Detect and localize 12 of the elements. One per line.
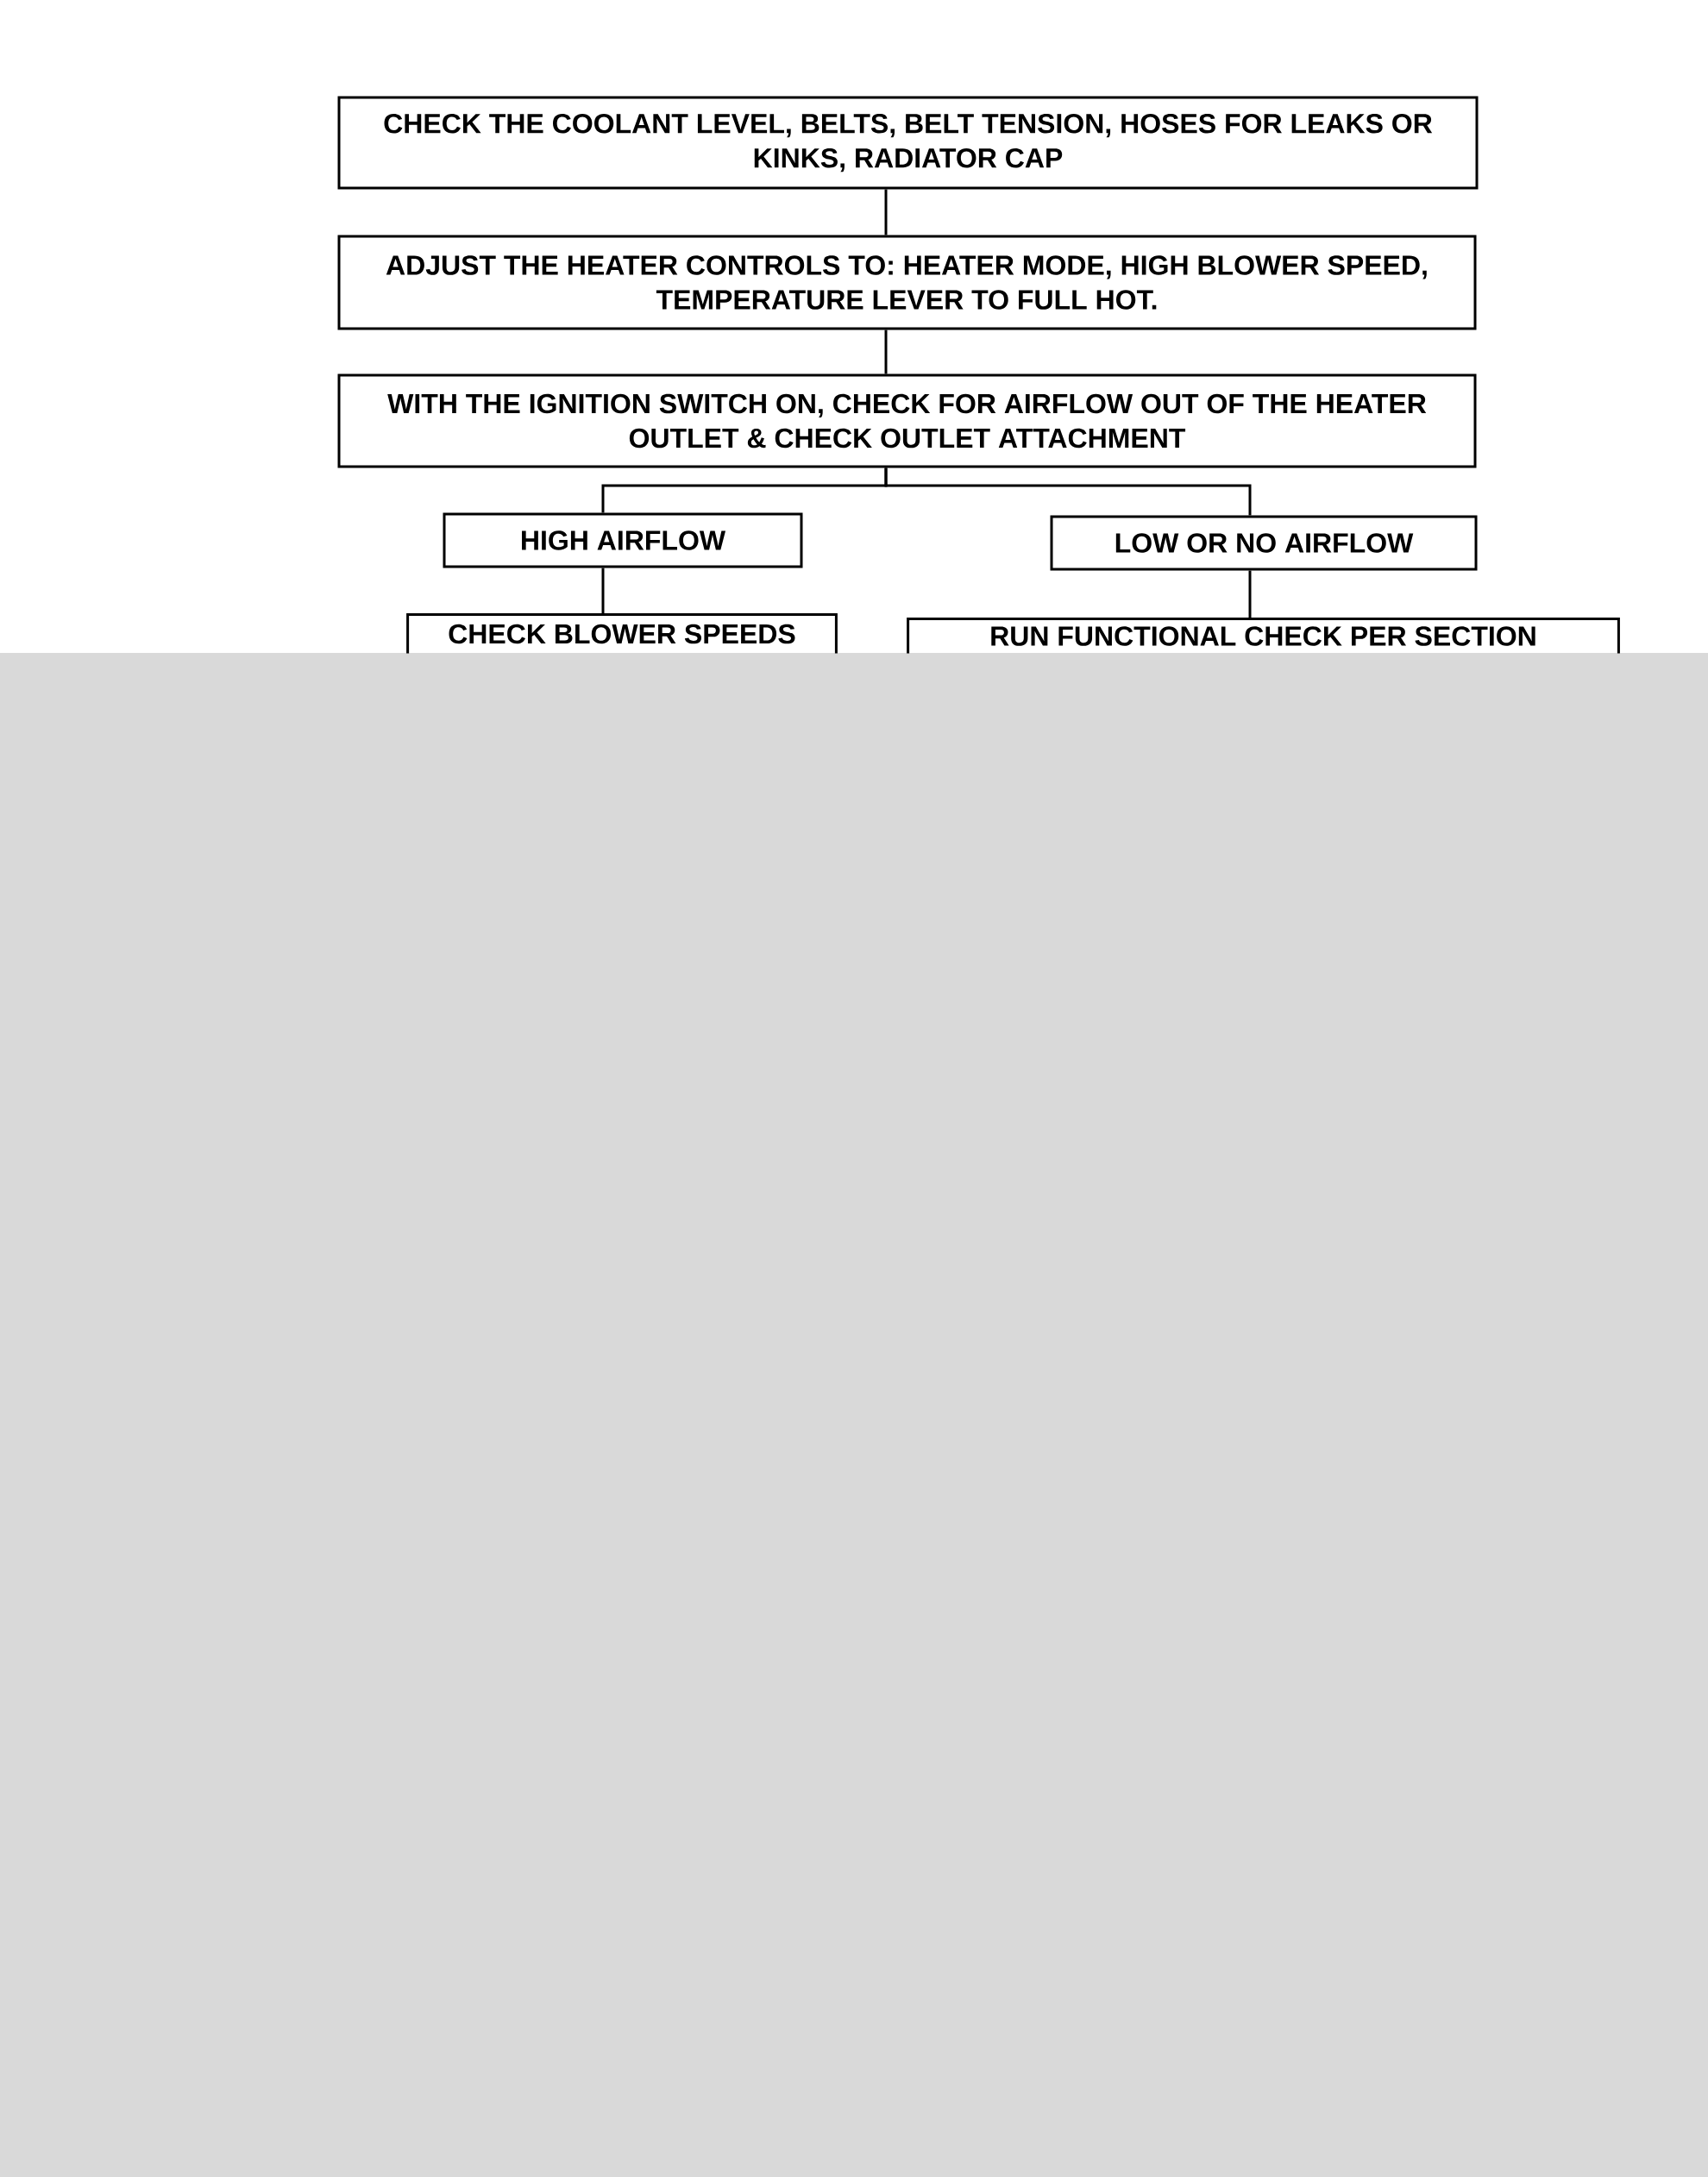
process-box: RUN FUNCTIONAL CHECK PER SECTION: [907, 618, 1620, 654]
process-box: LOW OR NO AIRFLOW: [1050, 515, 1478, 571]
process-box: CHECK BLOWER SPEEDS: [406, 613, 838, 654]
process-box: HIGH AIRFLOW: [443, 512, 803, 568]
connector-line: [884, 189, 888, 235]
process-box: ADJUST THE HEATER CONTROLS TO: HEATER MODE, HIGH BLOWER SPEED, TEMPERATURE LEVER TO FULL HOT.: [337, 235, 1477, 330]
process-box: WITH THE IGNITION SWITCH ON, CHECK FOR AIRFLOW OUT OF THE HEATER OUTLET & CHECK OUTLET ATTACHMENT: [337, 373, 1477, 468]
connector-line: [884, 467, 1252, 516]
connector-line: [884, 329, 888, 374]
connector-line: [601, 568, 605, 615]
connector-line: [1248, 570, 1252, 619]
process-box: CHECK THE COOLANT LEVEL, BELTS, BELT TENSION, HOSES FOR LEAKS OR KINKS, RADIATOR CAP: [337, 96, 1479, 190]
